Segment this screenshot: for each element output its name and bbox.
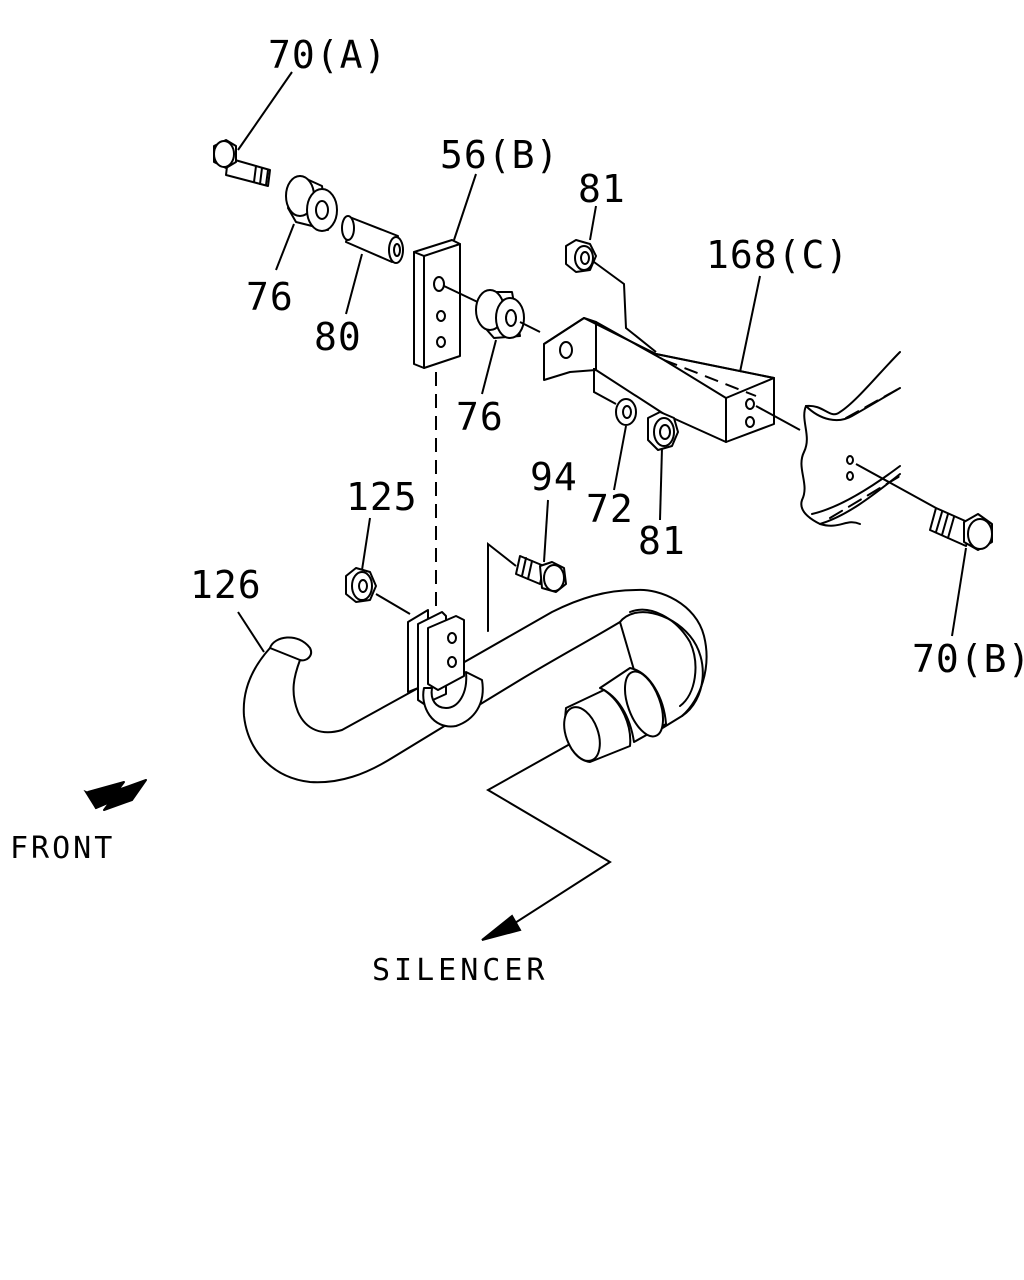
label-bolt-70b: 70(B) (912, 637, 1024, 681)
leader-125 (361, 517, 371, 571)
nut-81-top (565, 239, 597, 273)
axis-76-mid (519, 321, 541, 333)
leader-72 (613, 425, 627, 491)
label-front: FRONT (10, 831, 116, 866)
leader-70a (237, 71, 293, 151)
label-bracket-168c: 168(C) (706, 233, 850, 277)
bolt-70b (929, 507, 993, 551)
label-plate-56b: 56(B) (440, 133, 560, 177)
label-silencer: SILENCER (372, 953, 549, 988)
leader-80 (345, 253, 363, 315)
leader-168c (739, 275, 761, 373)
silencer-arrow-icon (481, 743, 612, 941)
axis-168c (755, 405, 801, 431)
spacer-76-top (285, 175, 338, 232)
leader-76-mid (481, 339, 497, 395)
leader-70b (951, 547, 967, 637)
leader-76-top (275, 223, 295, 271)
leader-81-bottom (659, 447, 663, 521)
bolt-94 (515, 555, 567, 593)
bracket-hidden-edge (663, 359, 757, 397)
sleeve-80 (341, 215, 404, 264)
leader-81-top (589, 205, 597, 241)
front-arrow-icon (83, 779, 147, 811)
bolt-70a (213, 139, 271, 187)
label-bolt-94: 94 (530, 455, 578, 499)
leader-126 (237, 611, 265, 653)
leader-94 (543, 499, 549, 563)
bracket-168c (543, 317, 775, 443)
label-bolt-70a: 70(A) (268, 33, 388, 77)
label-nut-125: 125 (346, 475, 418, 519)
label-sleeve-80: 80 (314, 315, 362, 359)
label-nut-81-top: 81 (578, 167, 626, 211)
axis-125 (375, 593, 411, 615)
nut-125 (345, 567, 377, 603)
plate-56b (413, 239, 461, 369)
label-nut-81-bottom: 81 (638, 519, 686, 563)
frame-rail (800, 351, 901, 527)
label-pipe-126: 126 (190, 563, 262, 607)
pipe-clamp (407, 609, 484, 728)
label-washer-72: 72 (586, 487, 634, 531)
axis-70b (855, 463, 937, 509)
bushing-76-mid (475, 289, 525, 339)
axis-81-top (593, 261, 657, 353)
label-bushing-76-mid: 76 (456, 395, 504, 439)
axis-72 (593, 368, 617, 405)
leader-56b (453, 173, 477, 241)
washer-72 (615, 398, 637, 426)
nut-81-bottom (647, 411, 679, 451)
label-spacer-76-top: 76 (246, 275, 294, 319)
